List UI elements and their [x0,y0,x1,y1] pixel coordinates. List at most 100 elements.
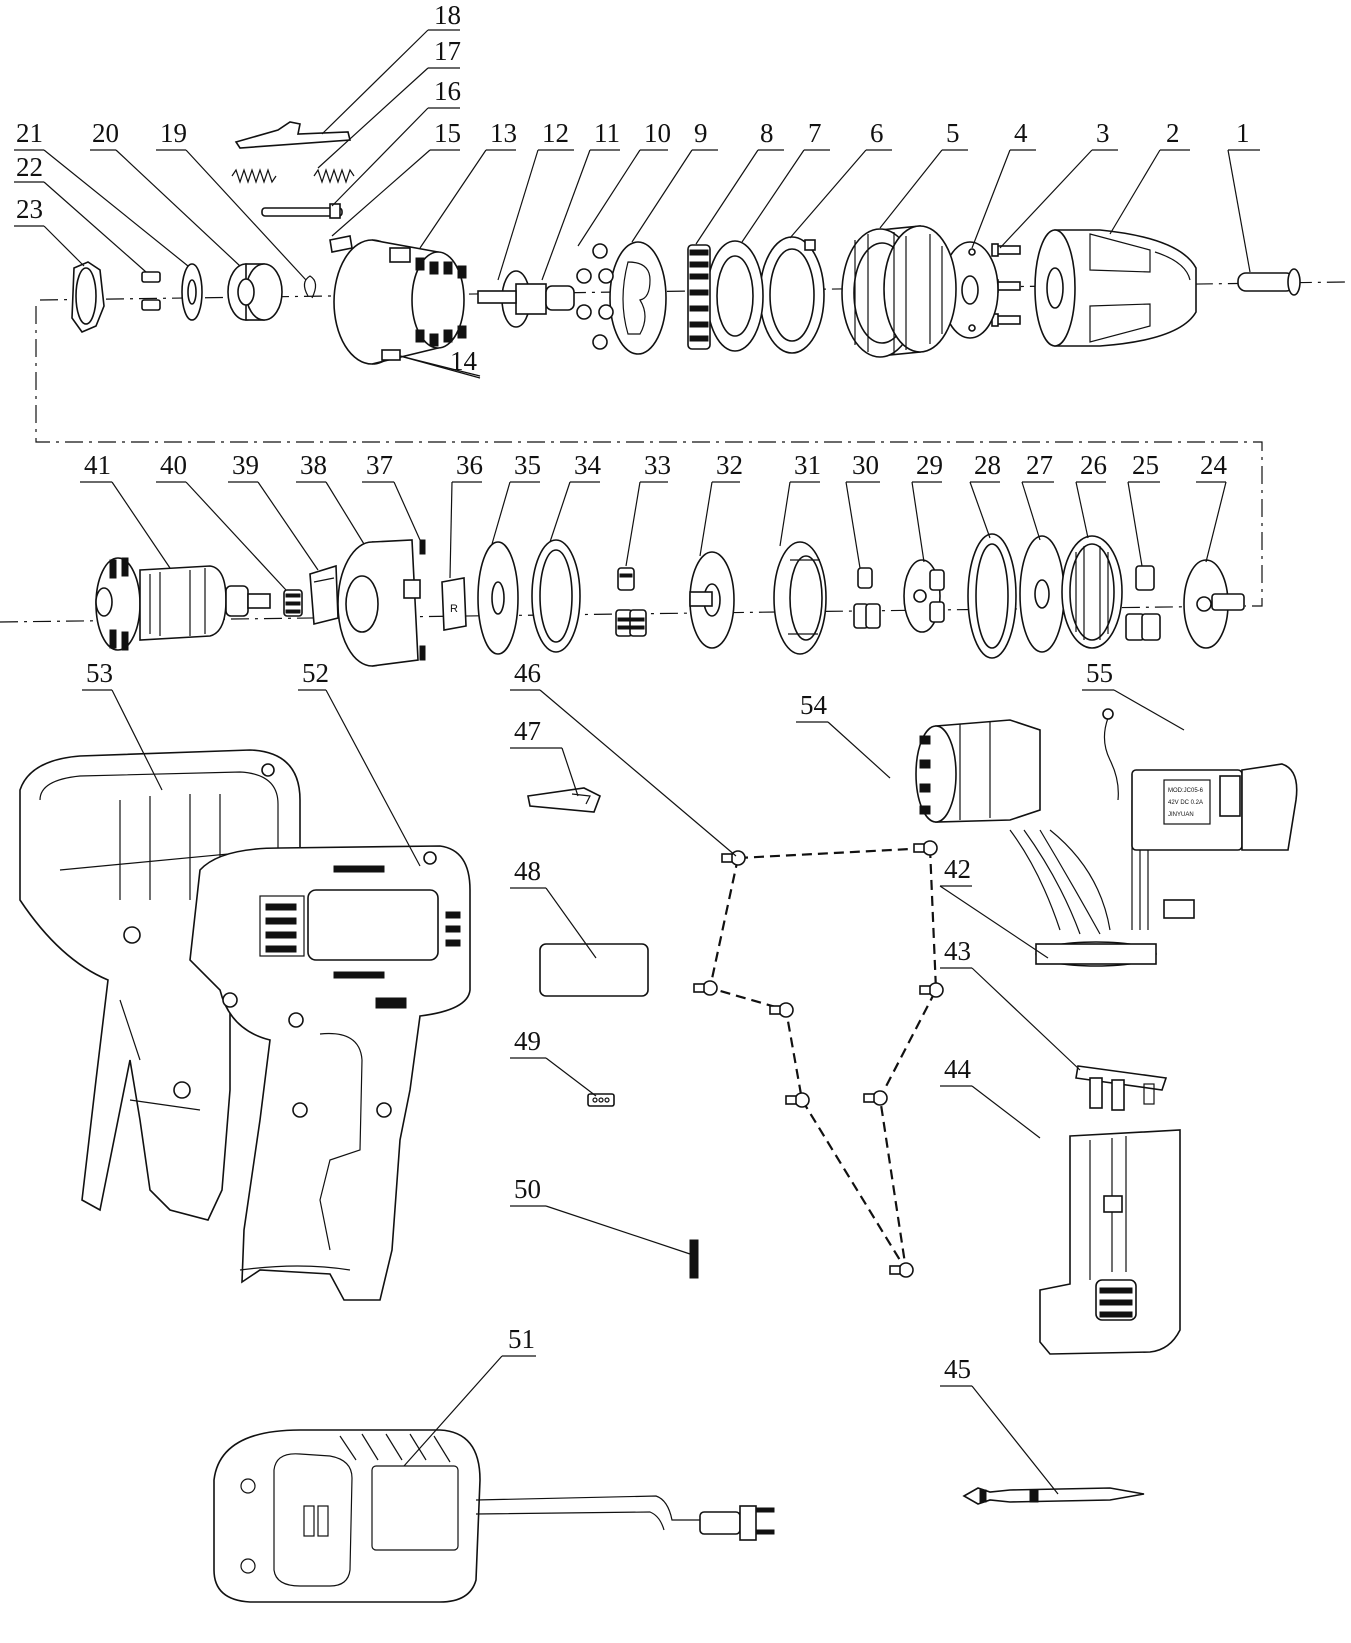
part-15-clip [329,235,353,253]
part-13-gearbox [333,239,467,365]
part-21-washer [181,263,203,321]
callout-32: 32 [716,450,743,480]
part-44-battery-pack [1039,1129,1181,1355]
callout-14: 14 [450,346,478,376]
part-23-lock-nut [71,261,105,333]
callout-20: 20 [92,118,119,148]
callout-41: 41 [84,450,111,480]
part-25-planet-gears [1125,565,1161,641]
callout-50: 50 [514,1174,541,1204]
part-34-ring-gear [531,539,581,653]
part-36-direction-cover: R [441,577,467,631]
part-31-ring-gear [773,541,827,655]
callout-23: 23 [16,194,43,224]
part-30-planet-gears [853,567,881,629]
callout-43: 43 [944,936,971,966]
callout-4: 4 [1014,118,1028,148]
callout-8: 8 [760,118,774,148]
callout-51: 51 [508,1324,535,1354]
callout-46: 46 [514,658,541,688]
part-51-charger [213,1429,775,1603]
callout-29: 29 [916,450,943,480]
part-22-keys [141,271,161,311]
callout-labels: 1 2 3 4 5 6 7 8 9 10 11 12 13 14 15 16 1… [16,0,1250,1384]
part-6-ring [759,236,825,354]
callout-39: 39 [232,450,259,480]
callout-30: 30 [852,450,879,480]
callout-2: 2 [1166,118,1180,148]
callout-45: 45 [944,1354,971,1384]
part-18-switch-cover [234,121,352,149]
part-55-trigger-switch: MOD:JC05-6 42V DC 0.2A JINYUAN [1102,708,1298,851]
callout-27: 27 [1026,450,1053,480]
part-9-clutch-plate [609,241,667,355]
callout-38: 38 [300,450,327,480]
callout-18: 18 [434,0,461,30]
part-37-terminals [419,539,426,661]
callout-49: 49 [514,1026,541,1056]
part-14-screw [381,349,401,361]
callout-5: 5 [946,118,960,148]
callout-28: 28 [974,450,1001,480]
callout-44: 44 [944,1054,972,1084]
callout-54: 54 [800,690,828,720]
part-17-springs [231,168,355,184]
callout-21: 21 [16,118,43,148]
part-45-screwdriver-bit [962,1487,1145,1505]
row-connection-path [35,306,1263,607]
callout-12: 12 [542,118,569,148]
callout-31: 31 [794,450,821,480]
part-27-disc [1019,535,1065,653]
callout-34: 34 [574,450,602,480]
callout-15: 15 [434,118,461,148]
callout-47: 47 [514,716,541,746]
callout-7: 7 [808,118,822,148]
callout-6: 6 [870,118,884,148]
callout-26: 26 [1080,450,1107,480]
switch-rating-text: 42V DC 0.2A [1168,800,1203,806]
callout-19: 19 [160,118,187,148]
part-5-clutch-housing [841,225,957,358]
part-26-ring-gear [1061,535,1123,649]
part-40-pinion [283,589,303,617]
part-19-circlip [303,275,317,299]
callout-24: 24 [1200,450,1228,480]
callout-36: 36 [456,450,483,480]
part-32-planet-carrier [689,551,735,649]
part-35-washer [477,541,519,655]
callout-52: 52 [302,658,329,688]
callout-48: 48 [514,856,541,886]
callout-42: 42 [944,854,971,884]
part-16-slider [261,203,343,219]
callout-9: 9 [694,118,708,148]
part-48-label-sticker [539,943,649,997]
callout-35: 35 [514,450,541,480]
callout-10: 10 [644,118,671,148]
part-41-motor-rotor [95,557,271,651]
callout-1: 1 [1236,118,1250,148]
callout-16: 16 [434,76,461,106]
part-20-bearing [227,263,283,321]
part-38-motor-mount [337,539,421,667]
callout-33: 33 [644,450,671,480]
switch-maker-text: JINYUAN [1168,812,1194,818]
callout-55: 55 [1086,658,1113,688]
callout-11: 11 [594,118,620,148]
callout-13: 13 [490,118,517,148]
leader-lines [14,29,1260,1495]
callout-25: 25 [1132,450,1159,480]
part-54-stator [915,719,1041,823]
part-46-screws [693,840,944,1278]
callout-37: 37 [366,450,393,480]
reverse-mark: R [450,603,458,615]
switch-model-text: MOD:JC05-6 [1168,788,1204,794]
part-42-wiring-base [1009,800,1195,967]
part-8-springs [687,244,711,350]
part-10-steel-balls [576,243,614,350]
part-4-plate [941,241,999,339]
part-49-indicator [587,1093,615,1107]
part-12-spindle [477,270,575,328]
part-39-bracket [309,564,339,626]
part-7-spring-holder [706,240,764,352]
